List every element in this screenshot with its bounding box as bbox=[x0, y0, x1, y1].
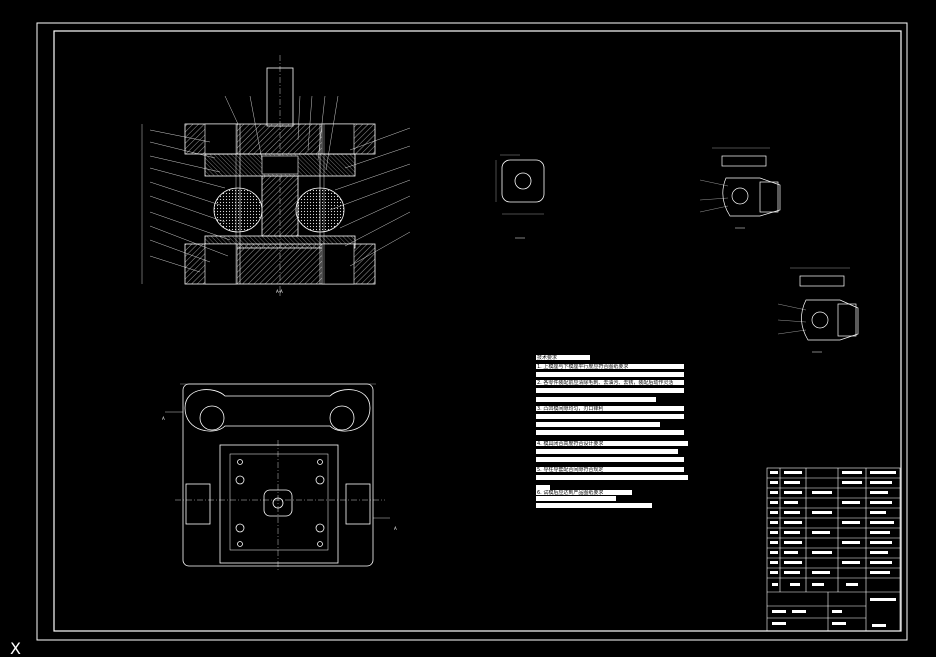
view-label-a-right: A bbox=[394, 526, 397, 531]
title-block-entries bbox=[770, 471, 896, 627]
note-2-bar: 2. 各零件装配前应清除毛刺、去油污、去锈，装配后动作灵活 bbox=[536, 380, 684, 386]
note-5b-bar bbox=[536, 475, 688, 480]
note-6-marker bbox=[536, 485, 550, 490]
note-2c-bar bbox=[536, 397, 656, 402]
view-label-a-left: A bbox=[162, 416, 165, 421]
note-1-bar: 1. 上模座与下模座平行度应符合图纸要求 bbox=[536, 364, 684, 370]
note-5-bar: 5. 导柱导套配合间隙符合规定 bbox=[536, 467, 684, 473]
note-6-bar: 6. 试模后应达到产品图纸要求 bbox=[536, 490, 632, 496]
detail-view-2[interactable] bbox=[777, 267, 859, 353]
note-6: 6. 试模后应达到产品图纸要求 bbox=[537, 490, 604, 496]
section-label: A-A bbox=[276, 289, 283, 294]
notes-heading: 技术要求 bbox=[537, 355, 558, 361]
assembly-section-view[interactable]: A-A bbox=[141, 55, 411, 296]
note-6c-bar bbox=[536, 503, 652, 508]
note-3-bar: 3. 凸凹模间隙均匀，刃口锋利 bbox=[536, 406, 684, 412]
title-block[interactable] bbox=[766, 467, 901, 632]
note-2: 2. 各零件装配前应清除毛刺、去油污、去锈，装配后动作灵活 bbox=[537, 380, 674, 386]
note-4c-bar bbox=[536, 457, 684, 462]
detail-view-1[interactable] bbox=[699, 147, 781, 229]
note-3: 3. 凸凹模间隙均匀，刃口锋利 bbox=[537, 406, 604, 412]
note-1: 1. 上模座与下模座平行度应符合图纸要求 bbox=[537, 364, 629, 370]
ucs-cursor-icon: X bbox=[10, 639, 21, 657]
note-4: 4. 模具闭合高度符合设计要求 bbox=[537, 441, 604, 447]
note-6b-bar bbox=[536, 496, 616, 501]
note-4-bar: 4. 模具闭合高度符合设计要求 bbox=[536, 441, 688, 447]
part-blank-view[interactable] bbox=[495, 154, 545, 239]
outer-border bbox=[36, 22, 908, 641]
note-1b-bar bbox=[536, 372, 684, 377]
note-3d-bar bbox=[536, 430, 684, 435]
note-3c-bar bbox=[536, 422, 660, 427]
note-4b-bar bbox=[536, 449, 678, 454]
note-3b-bar bbox=[536, 414, 684, 419]
note-2b-bar bbox=[536, 388, 684, 393]
note-5: 5. 导柱导套配合间隙符合规定 bbox=[537, 467, 604, 473]
inner-border bbox=[53, 30, 902, 632]
notes-heading-bar: 技术要求 bbox=[536, 355, 590, 361]
plan-view[interactable]: A A bbox=[162, 383, 397, 570]
